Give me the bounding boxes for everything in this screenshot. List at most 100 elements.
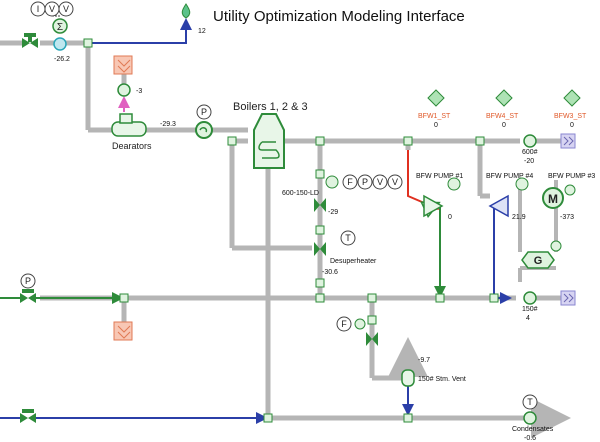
top-left-instruments: I V V Σ -26.2 — [22, 1, 74, 63]
svg-text:V: V — [392, 177, 398, 187]
svg-text:600#: 600# — [522, 149, 538, 156]
svg-text:150# Stm. Vent: 150# Stm. Vent — [418, 376, 466, 383]
svg-text:P: P — [201, 107, 207, 117]
pump3-meter-icon[interactable] — [564, 184, 576, 196]
svg-text:-29: -29 — [328, 209, 338, 216]
pump4-meter-icon[interactable] — [515, 177, 529, 191]
svg-text:12: 12 — [198, 28, 206, 35]
instrument-v[interactable] — [372, 174, 388, 190]
vent-meter-icon[interactable] — [354, 318, 366, 330]
svg-text:-9.7: -9.7 — [418, 357, 430, 364]
junction[interactable] — [263, 413, 273, 423]
svg-text:BFW1_ST: BFW1_ST — [418, 113, 451, 120]
svg-text:21.9: 21.9 — [512, 214, 526, 221]
svg-text:-20: -20 — [524, 158, 534, 165]
junction[interactable] — [367, 315, 377, 325]
svg-text:0: 0 — [434, 122, 438, 129]
instrument-v[interactable] — [58, 1, 74, 17]
colored-lines — [0, 18, 512, 424]
motor-icon[interactable] — [542, 187, 564, 209]
instrument-p[interactable] — [357, 174, 373, 190]
bfw3-st-node[interactable] — [563, 89, 581, 107]
droplet-icon[interactable] — [181, 3, 191, 19]
instrument-t[interactable] — [340, 230, 356, 246]
pink-flow-meter-icon[interactable] — [117, 83, 131, 97]
junctions — [83, 38, 499, 423]
svg-text:Desuperheater: Desuperheater — [330, 258, 377, 265]
instrument-p[interactable] — [196, 104, 212, 120]
junction[interactable] — [367, 293, 377, 303]
instrument-t[interactable] — [522, 394, 538, 410]
svg-text:BFW PUMP #3: BFW PUMP #3 — [548, 173, 595, 180]
junction[interactable] — [315, 278, 325, 288]
bfw-steam-nodes: BFW1_ST 0 BFW4_ST 0 BFW3_ST 0 — [418, 89, 587, 129]
header-600-meter-icon[interactable] — [523, 134, 537, 148]
blue-line-pump4 — [493, 206, 512, 304]
generator-icon[interactable] — [521, 251, 555, 269]
svg-text:V: V — [49, 4, 55, 14]
flow-meter-icon[interactable] — [325, 175, 339, 189]
bfw1-st-node[interactable] — [427, 89, 445, 107]
blue-line-top — [92, 18, 192, 44]
junction[interactable] — [315, 225, 325, 235]
svg-text:Σ: Σ — [57, 22, 63, 33]
svg-text:BFW PUMP #1: BFW PUMP #1 — [416, 173, 463, 180]
instrument-f[interactable] — [336, 316, 352, 332]
salmon-sources — [113, 55, 133, 341]
dearator[interactable] — [111, 113, 147, 137]
svg-text:BFW4_ST: BFW4_ST — [486, 113, 519, 120]
stm-vent-icon[interactable] — [401, 369, 415, 387]
feed-valve-150-icon[interactable] — [20, 293, 36, 303]
header-150-meter-icon[interactable] — [523, 291, 537, 305]
svg-text:0: 0 — [448, 214, 452, 221]
junction[interactable] — [119, 293, 129, 303]
bfw-pump-4-icon[interactable] — [488, 194, 509, 218]
svg-text:V: V — [377, 177, 383, 187]
svg-text:P: P — [25, 276, 31, 286]
junction[interactable] — [403, 413, 413, 423]
letdown-valve-icon[interactable] — [314, 198, 326, 212]
junction[interactable] — [227, 136, 237, 146]
svg-text:-29.3: -29.3 — [160, 121, 176, 128]
boiler-unit[interactable] — [253, 113, 285, 169]
gray-pipes — [0, 40, 571, 438]
flow-meter-icon[interactable] — [53, 37, 67, 51]
junction[interactable] — [403, 136, 413, 146]
feed-valve-top-icon[interactable] — [22, 38, 38, 48]
junction[interactable] — [489, 293, 499, 303]
svg-text:P: P — [362, 177, 368, 187]
vent-valve-icon[interactable] — [366, 332, 378, 346]
summation-icon[interactable] — [52, 18, 68, 34]
junction[interactable] — [315, 136, 325, 146]
boilers-label: Boilers 1, 2 & 3 — [233, 101, 308, 113]
junction[interactable] — [83, 38, 93, 48]
generator-meter-icon[interactable] — [550, 240, 562, 252]
junction[interactable] — [315, 293, 325, 303]
svg-text:-373: -373 — [560, 214, 574, 221]
instrument-p[interactable] — [20, 273, 36, 289]
condensate-meter-icon[interactable] — [523, 411, 537, 425]
junction[interactable] — [435, 293, 445, 303]
svg-text:0: 0 — [502, 122, 506, 129]
instrument-v[interactable] — [387, 174, 403, 190]
desuperheater-valve-icon[interactable] — [314, 242, 326, 256]
svg-text:BFW3_ST: BFW3_ST — [554, 113, 587, 120]
instrument-f[interactable] — [342, 174, 358, 190]
svg-text:V: V — [63, 4, 69, 14]
svg-text:600-150-LD: 600-150-LD — [282, 190, 319, 197]
svg-text:-0.6: -0.6 — [524, 435, 536, 442]
junction[interactable] — [475, 136, 485, 146]
feed-valve-condensate-icon[interactable] — [20, 413, 36, 423]
svg-text:150#: 150# — [522, 306, 538, 313]
svg-text:T: T — [527, 397, 533, 407]
letdown-instruments: F P V V — [325, 174, 403, 190]
pump1-meter-icon[interactable] — [447, 177, 461, 191]
dearators-label: Dearators — [112, 141, 152, 151]
svg-text:Condensates: Condensates — [512, 426, 554, 433]
svg-text:4: 4 — [526, 315, 530, 322]
bfw4-st-node[interactable] — [495, 89, 513, 107]
pump-icon[interactable] — [195, 121, 213, 139]
svg-text:F: F — [347, 177, 353, 187]
junction[interactable] — [315, 169, 325, 179]
